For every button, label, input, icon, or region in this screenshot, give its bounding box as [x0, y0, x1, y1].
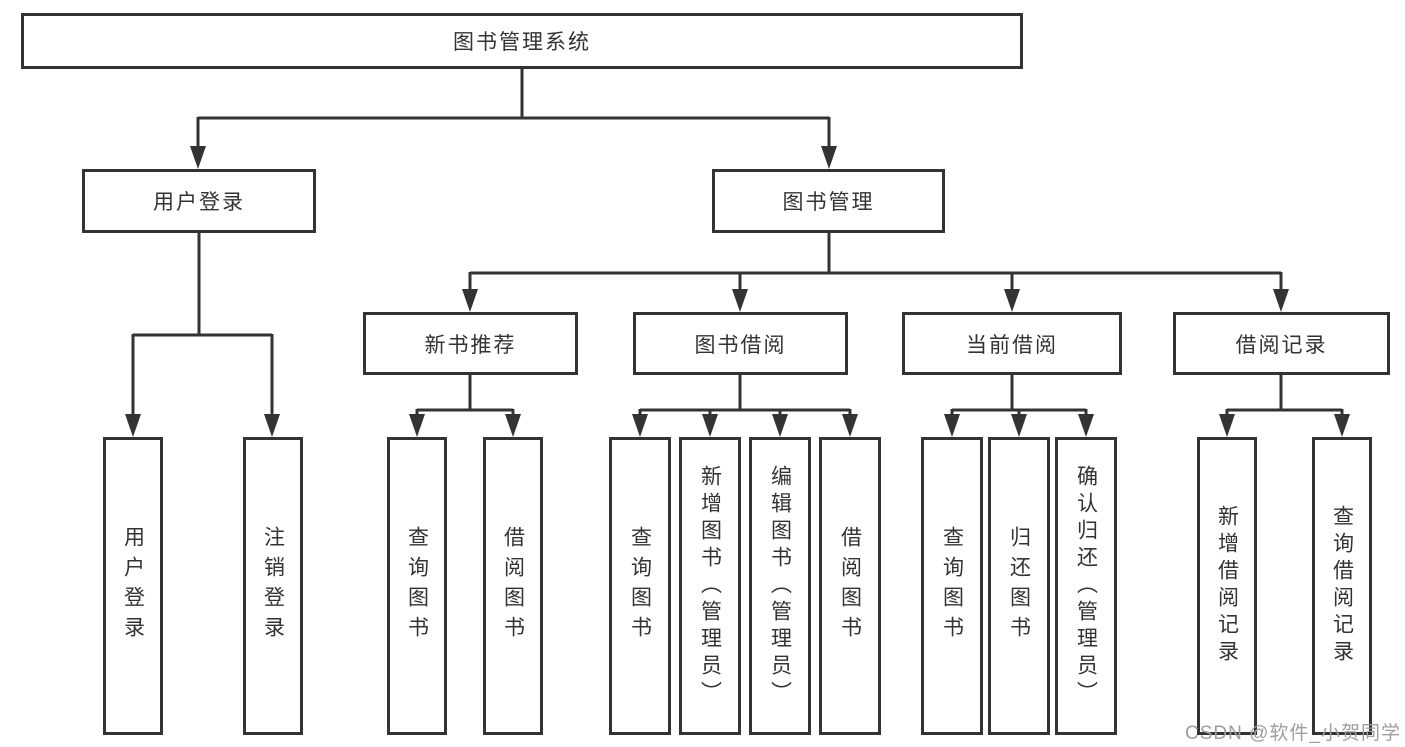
leaf-add-borrow-record-label: 新增借阅记录: [1215, 505, 1239, 667]
node-root: 图书管理系统: [21, 13, 1023, 69]
node-new-book-recommend: 新书推荐: [363, 312, 578, 375]
leaf-borrow-book: 借阅图书: [819, 437, 881, 735]
leaf-query-borrow-record: 查询借阅记录: [1312, 437, 1372, 735]
node-borrow-record-label: 借阅记录: [1235, 333, 1328, 357]
node-book-management: 图书管理: [712, 169, 945, 233]
leaf-current-query-book-label: 查询图书: [940, 526, 964, 646]
leaf-recommend-query-book: 查询图书: [387, 437, 447, 735]
node-borrow-record: 借阅记录: [1173, 312, 1390, 375]
node-user-login-label: 用户登录: [153, 191, 245, 214]
node-user-login: 用户登录: [82, 169, 316, 233]
leaf-logout: 注销登录: [243, 437, 303, 735]
node-root-label: 图书管理系统: [453, 31, 591, 54]
leaf-borrow-query-book-label: 查询图书: [628, 526, 652, 646]
leaf-logout-label: 注销登录: [261, 526, 285, 646]
leaf-borrow-book-label: 借阅图书: [838, 526, 862, 646]
leaf-recommend-borrow-book: 借阅图书: [483, 437, 543, 735]
leaf-add-borrow-record: 新增借阅记录: [1197, 437, 1257, 735]
leaf-edit-book-admin: 编辑图书（管理员）: [749, 437, 811, 735]
leaf-confirm-return-admin: 确认归还（管理员）: [1055, 437, 1117, 735]
leaf-add-book-admin: 新增图书（管理员）: [679, 437, 741, 735]
csdn-watermark: CSDN @软件_小贺同学: [1185, 723, 1401, 744]
node-book-management-label: 图书管理: [782, 191, 875, 214]
node-new-book-recommend-label: 新书推荐: [424, 333, 517, 357]
leaf-user-login-label: 用户登录: [121, 526, 145, 646]
leaf-confirm-return-admin-label: 确认归还（管理员）: [1074, 464, 1098, 708]
leaf-query-borrow-record-label: 查询借阅记录: [1330, 505, 1354, 667]
node-book-borrow-label: 图书借阅: [694, 333, 787, 357]
leaf-recommend-query-book-label: 查询图书: [405, 526, 429, 646]
leaf-return-book: 归还图书: [988, 437, 1050, 735]
leaf-edit-book-admin-label: 编辑图书（管理员）: [768, 464, 792, 708]
node-current-borrow: 当前借阅: [902, 312, 1122, 375]
leaf-add-book-admin-label: 新增图书（管理员）: [698, 464, 722, 708]
leaf-user-login: 用户登录: [103, 437, 163, 735]
node-book-borrow: 图书借阅: [633, 312, 848, 375]
leaf-recommend-borrow-book-label: 借阅图书: [501, 526, 525, 646]
leaf-borrow-query-book: 查询图书: [609, 437, 671, 735]
leaf-current-query-book: 查询图书: [921, 437, 983, 735]
leaf-return-book-label: 归还图书: [1007, 526, 1031, 646]
node-current-borrow-label: 当前借阅: [966, 333, 1058, 357]
connector-arrowheads: [125, 146, 1350, 437]
